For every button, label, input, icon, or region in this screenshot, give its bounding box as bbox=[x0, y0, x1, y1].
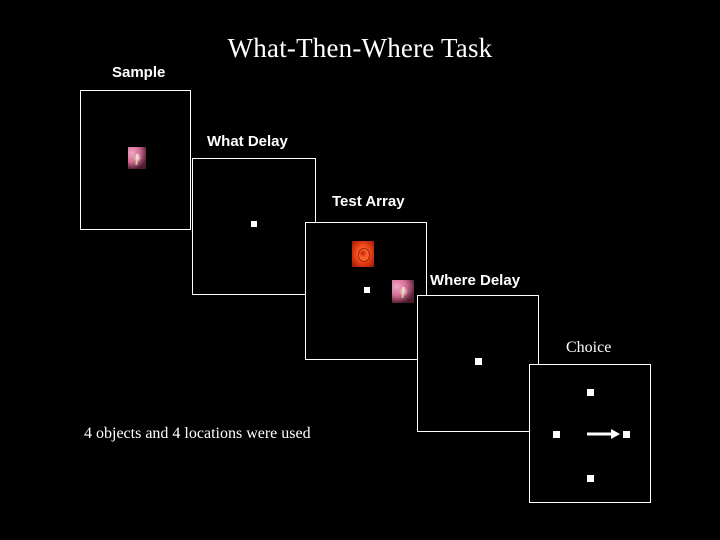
panel-label-what-delay: What Delay bbox=[207, 133, 288, 150]
panel-choice bbox=[529, 364, 651, 503]
fixation-square bbox=[475, 358, 482, 365]
fixation-square bbox=[364, 287, 370, 293]
pink-lily-image bbox=[392, 280, 414, 303]
panel-label-test-array: Test Array bbox=[332, 193, 405, 210]
choice-target-left[interactable] bbox=[553, 431, 560, 438]
footnote-text: 4 objects and 4 locations were used bbox=[84, 425, 311, 442]
panel-label-choice: Choice bbox=[566, 339, 612, 356]
page-title: What-Then-Where Task bbox=[227, 33, 493, 63]
choice-target-top[interactable] bbox=[587, 389, 594, 396]
panel-test-array bbox=[305, 222, 427, 360]
arrow-head bbox=[611, 428, 620, 439]
panel-label-where-delay: Where Delay bbox=[430, 272, 521, 289]
panel-sample bbox=[80, 90, 191, 230]
panel-label-sample: Sample bbox=[112, 64, 166, 81]
selection-arrow-right-icon bbox=[587, 428, 620, 439]
arrow-shaft bbox=[587, 432, 613, 435]
panel-what-delay bbox=[192, 158, 316, 295]
pink-lily-image bbox=[128, 147, 146, 169]
orange-rose-image bbox=[352, 241, 374, 267]
fixation-square bbox=[251, 221, 257, 227]
choice-target-right[interactable] bbox=[623, 431, 630, 438]
choice-target-bottom[interactable] bbox=[587, 475, 594, 482]
panel-where-delay bbox=[417, 295, 539, 432]
